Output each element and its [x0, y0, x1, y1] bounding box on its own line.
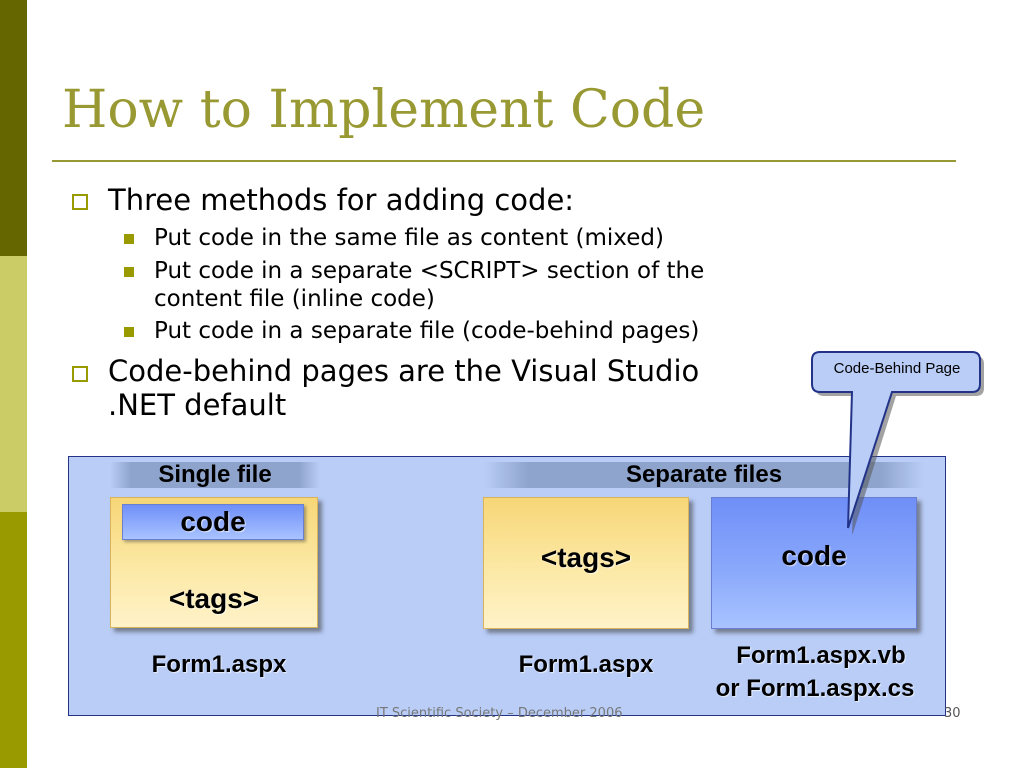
bullet-1-text: Three methods for adding code: [108, 183, 575, 217]
sub-bullet-3: Put code in a separate file (code-behind… [154, 318, 700, 344]
filled-square-bullet-icon [124, 234, 134, 244]
callout-label: Code-Behind Page [833, 360, 961, 377]
bullet-2-line2: .NET default [108, 388, 287, 422]
sub-bullet-2-line1: Put code in a separate <SCRIPT> section … [154, 258, 705, 284]
separate-tags-label: <tags> [540, 542, 632, 573]
slide-title: How to Implement Code [62, 80, 706, 140]
sub-bullet-1: Put code in the same file as content (mi… [154, 225, 664, 251]
single-file-code-label: code [180, 506, 246, 537]
separate-code-box [711, 497, 917, 629]
separate-code-caption-vb: Form1.aspx.vb [736, 642, 906, 669]
single-file-tags-label: <tags> [168, 583, 260, 614]
single-file-header: Single file [110, 462, 320, 488]
left-stripe-bottom [0, 512, 27, 768]
separate-tags-box [483, 497, 689, 629]
sub-bullet-2-line2: content file (inline code) [154, 286, 435, 312]
callout-balloon-icon [811, 351, 984, 534]
page-number: 30 [944, 706, 961, 721]
single-file-caption: Form1.aspx [151, 651, 287, 678]
left-stripe-middle [0, 256, 27, 512]
single-file-code-section [122, 504, 304, 540]
square-bullet-icon [72, 366, 88, 382]
title-underline [52, 160, 956, 162]
bullet-2-line1: Code-behind pages are the Visual Studio [108, 354, 700, 388]
filled-square-bullet-icon [124, 267, 134, 277]
separate-code-label: code [781, 540, 847, 571]
separate-tags-caption: Form1.aspx [518, 651, 654, 678]
separate-code-caption-cs: or Form1.aspx.cs [715, 675, 915, 702]
filled-square-bullet-icon [124, 327, 134, 337]
footer-text: IT Scientific Society – December 2006 [376, 706, 623, 721]
square-bullet-icon [72, 194, 88, 210]
left-stripe-top [0, 0, 27, 256]
